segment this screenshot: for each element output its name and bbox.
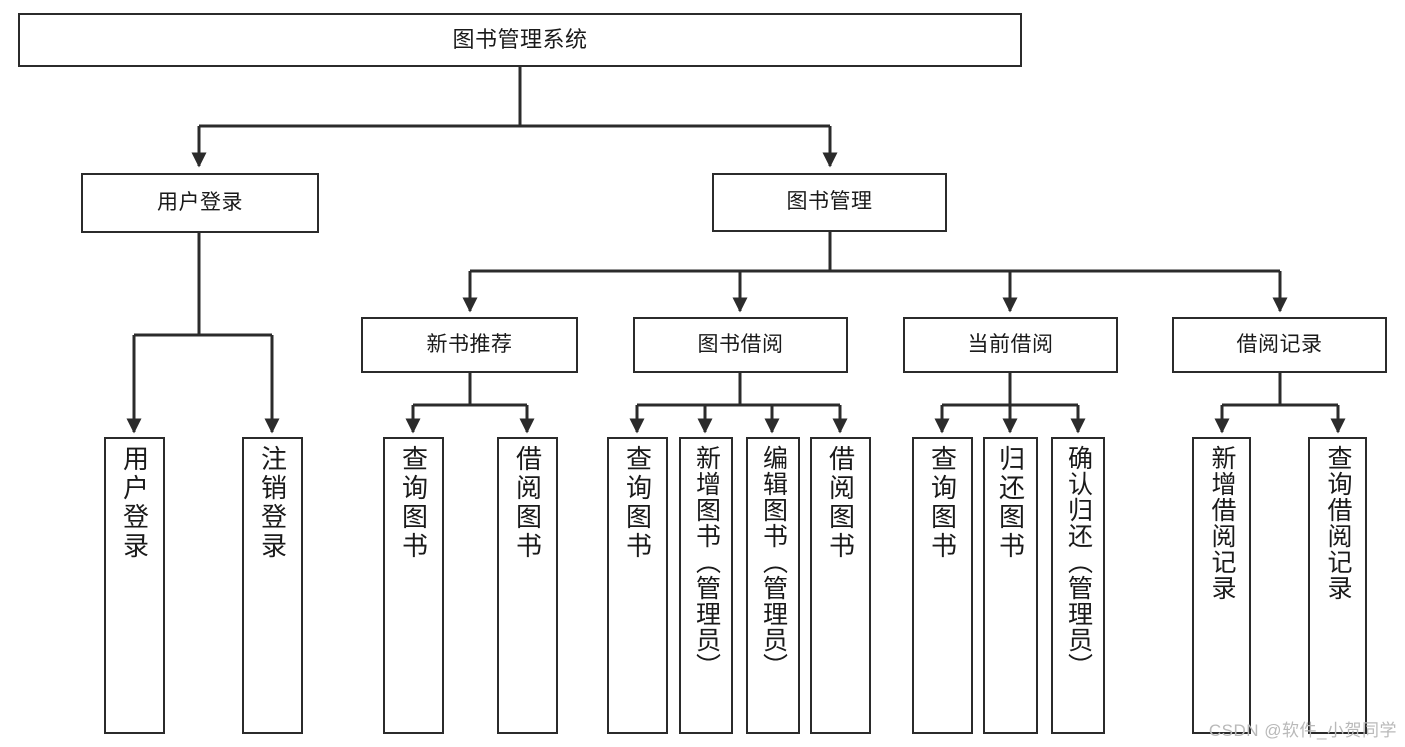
node-new-book-recommend[interactable]: 新书推荐 (361, 317, 578, 373)
leaf-current-borrow-1[interactable]: 查询图书 (912, 437, 973, 734)
node-borrow-record[interactable]: 借阅记录 (1172, 317, 1387, 373)
node-label: 查询图书 (398, 445, 429, 561)
node-label: 借阅图书 (825, 445, 856, 561)
node-label: 用户登录 (157, 190, 243, 214)
leaf-book-borrow-1[interactable]: 查询图书 (607, 437, 668, 734)
leaf-new-book-2[interactable]: 借阅图书 (497, 437, 558, 734)
leaf-book-borrow-4[interactable]: 借阅图书 (810, 437, 871, 734)
node-label: 查询借阅记录 (1324, 445, 1352, 601)
node-label: 编辑图书（管理员） (759, 445, 788, 679)
node-label: 查询图书 (927, 445, 958, 561)
leaf-borrow-record-2[interactable]: 查询借阅记录 (1308, 437, 1367, 734)
node-label: 图书借阅 (697, 332, 784, 356)
leaf-book-borrow-3[interactable]: 编辑图书（管理员） (746, 437, 800, 734)
leaf-borrow-record-1[interactable]: 新增借阅记录 (1192, 437, 1251, 734)
node-book-manage[interactable]: 图书管理 (712, 173, 947, 232)
node-label: 新增借阅记录 (1208, 445, 1236, 601)
node-label: 注销登录 (257, 445, 288, 561)
node-label: 归还图书 (995, 445, 1026, 561)
node-current-borrow[interactable]: 当前借阅 (903, 317, 1118, 373)
node-label: 图书管理系统 (452, 27, 588, 53)
node-label: 图书管理 (786, 190, 873, 214)
node-label: 用户登录 (119, 445, 150, 561)
node-user-login[interactable]: 用户登录 (81, 173, 319, 233)
node-label: 确认归还（管理员） (1064, 445, 1093, 679)
node-label: 借阅图书 (512, 445, 543, 561)
leaf-user-login-1[interactable]: 用户登录 (104, 437, 165, 734)
leaf-current-borrow-3[interactable]: 确认归还（管理员） (1051, 437, 1105, 734)
node-book-borrow[interactable]: 图书借阅 (633, 317, 848, 373)
leaf-new-book-1[interactable]: 查询图书 (383, 437, 444, 734)
node-label: 新书推荐 (426, 332, 513, 356)
node-label: 查询图书 (622, 445, 653, 561)
leaf-current-borrow-2[interactable]: 归还图书 (983, 437, 1038, 734)
node-label: 借阅记录 (1236, 332, 1323, 356)
node-label: 新增图书（管理员） (692, 445, 721, 679)
node-root-system[interactable]: 图书管理系统 (18, 13, 1022, 67)
leaf-book-borrow-2[interactable]: 新增图书（管理员） (679, 437, 733, 734)
node-label: 当前借阅 (967, 332, 1054, 356)
leaf-user-login-2[interactable]: 注销登录 (242, 437, 303, 734)
